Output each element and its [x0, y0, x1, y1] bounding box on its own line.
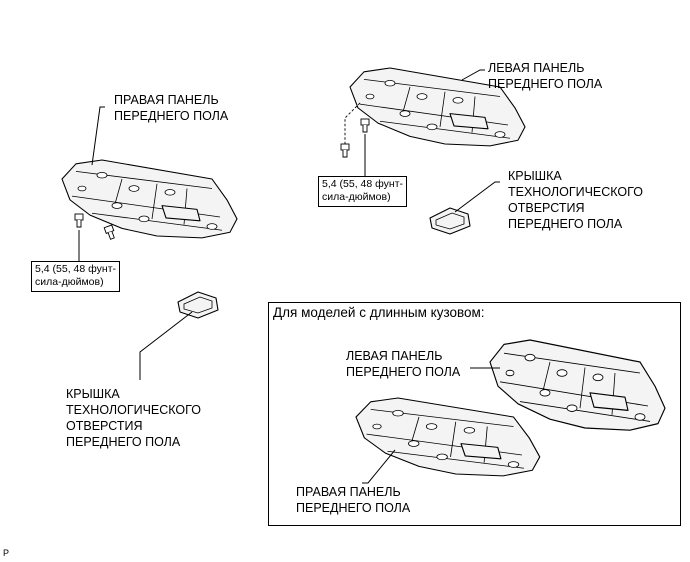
long-body-variant-box: Для моделей с длинным кузовом:: [268, 302, 681, 526]
service-hole-cover-left: [429, 207, 471, 235]
label-long-right-panel: ПРАВАЯ ПАНЕЛЬ ПЕРЕДНЕГО ПОЛА: [296, 485, 411, 515]
page-code: P: [3, 548, 10, 558]
long-body-title: Для моделей с длинным кузовом:: [273, 305, 485, 320]
torque-spec-right: 5,4 (55, 48 фунт- сила-дюймов): [31, 261, 120, 292]
leader-right-panel: [91, 106, 105, 166]
leader-cover-left: [454, 181, 500, 213]
right-floor-panel: [61, 159, 238, 239]
bolt-right-2: [103, 224, 117, 241]
service-hole-cover-right: [177, 291, 219, 319]
leader-left-panel: [461, 69, 485, 81]
torque-spec-left: 5,4 (55, 48 фунт- сила-дюймов): [318, 176, 407, 207]
leader-cover-right: [139, 311, 193, 380]
leader-long-right-panel: [362, 449, 396, 484]
label-cover-right: КРЫШКА ТЕХНОЛОГИЧЕСКОГО ОТВЕРСТИЯ ПЕРЕДН…: [66, 387, 201, 449]
bolt-left-1: [340, 143, 350, 158]
label-cover-left: КРЫШКА ТЕХНОЛОГИЧЕСКОГО ОТВЕРСТИЯ ПЕРЕДН…: [508, 169, 643, 231]
label-left-panel: ЛЕВАЯ ПАНЕЛЬ ПЕРЕДНЕГО ПОЛА: [488, 61, 603, 91]
label-long-left-panel: ЛЕВАЯ ПАНЕЛЬ ПЕРЕДНЕГО ПОЛА: [346, 349, 461, 379]
bolt-right-1: [74, 213, 84, 228]
bolt-left-2: [360, 118, 370, 133]
label-right-panel: ПРАВАЯ ПАНЕЛЬ ПЕРЕДНЕГО ПОЛА: [114, 93, 229, 123]
